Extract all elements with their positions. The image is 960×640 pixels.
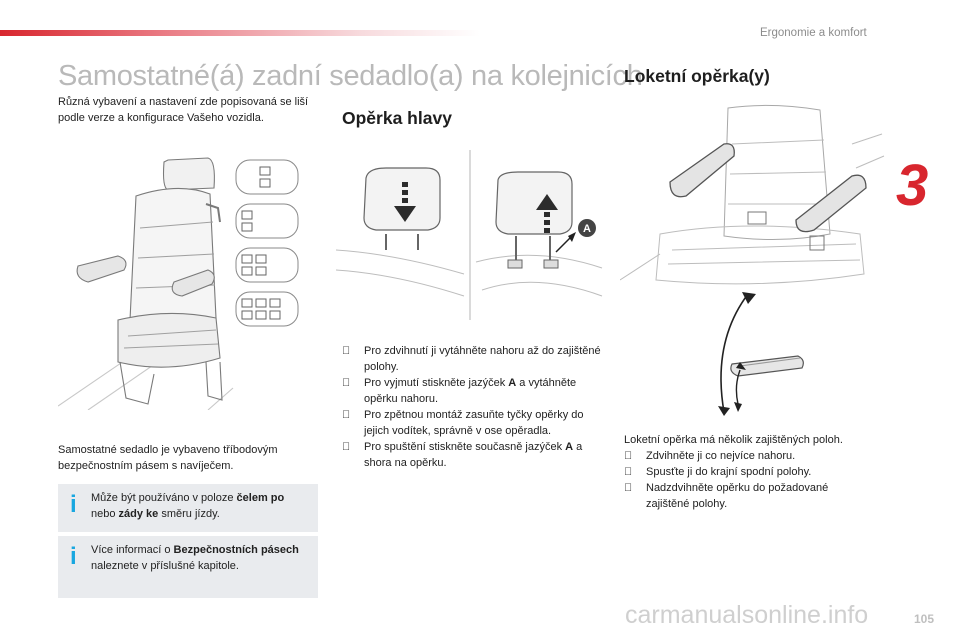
headrest-step: Pro zpětnou montáž zasuňte tyčky opěrky …	[342, 407, 584, 437]
armrest-step: Spusťte ji do krajní spodní polohy.	[624, 464, 812, 480]
headrest-step: Pro spuštění stiskněte současně jazýček …	[342, 439, 583, 469]
headrest-heading: Opěrka hlavy	[342, 108, 452, 128]
intro-text: Různá vybavení a nastavení zde popisovan…	[58, 96, 309, 124]
seat-caption: Samostatné sedadlo je vybaveno tříbodový…	[58, 444, 278, 472]
armrest-positions-diagram	[718, 292, 804, 416]
armrest-heading: Loketní opěrka(y)	[624, 66, 770, 86]
headrest-step: Pro zdvihnutí ji vytáhněte nahoru až do …	[342, 343, 601, 373]
info-text-seatbelts: Více informací o Bezpečnostních pásech n…	[91, 544, 299, 572]
page-title: Samostatné(á) zadní sedadlo(a) na kolejn…	[58, 60, 643, 92]
headrest-instructions: Pro zdvihnutí ji vytáhněte nahoru až do …	[342, 343, 604, 471]
armrest-step: Zdvihněte ji co nejvíce nahoru.	[624, 448, 796, 464]
armrest-step: Nadzdvihněte opěrku do požadované zajišt…	[624, 480, 829, 510]
header-accent-bar	[0, 30, 480, 36]
info-icon: i	[70, 491, 77, 518]
headrest-step: Pro vyjmutí stiskněte jazýček A a vytáhn…	[342, 375, 577, 405]
page-number: 105	[914, 612, 935, 626]
armrest-illustration	[620, 104, 885, 285]
section-label: Ergonomie a komfort	[760, 27, 867, 39]
armrest-instructions: Zdvihněte ji co nejvíce nahoru. Spusťte …	[624, 448, 874, 512]
info-box-orientation: i Může být používáno v poloze čelem po n…	[58, 484, 318, 532]
headrest-illustration: A	[336, 150, 603, 320]
info-text-orientation: Může být používáno v poloze čelem po neb…	[91, 492, 285, 520]
info-box-seatbelts: i Více informací o Bezpečnostních pásech…	[58, 536, 318, 598]
armrest-intro: Loketní opěrka má několik zajištěných po…	[624, 434, 843, 446]
info-icon: i	[70, 543, 77, 570]
marker-a-label: A	[583, 223, 591, 235]
chapter-number: 3	[896, 153, 929, 218]
seat-illustration	[58, 157, 299, 410]
watermark: carmanualsonline.info	[625, 601, 869, 629]
